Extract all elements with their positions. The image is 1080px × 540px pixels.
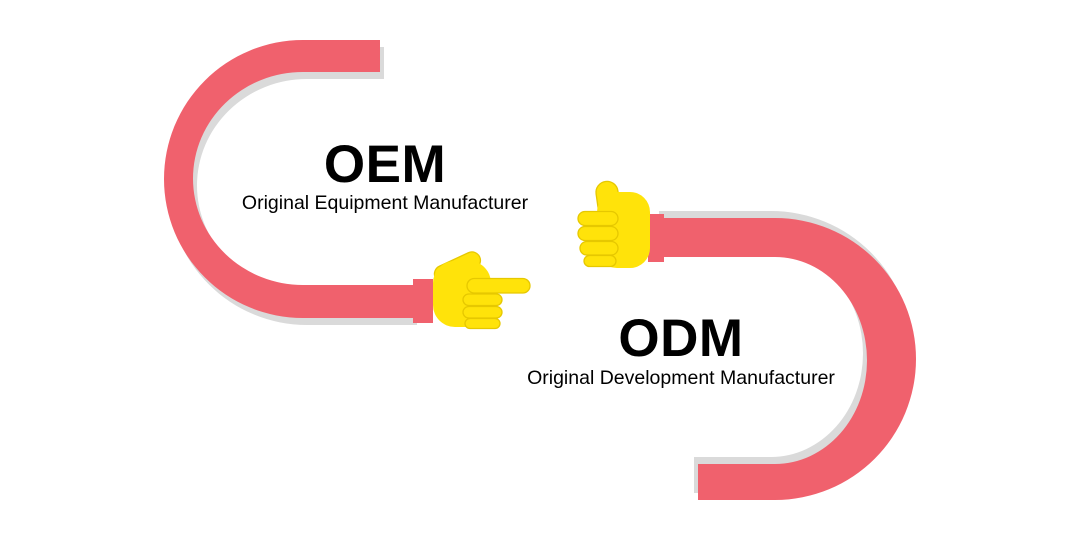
odm-cuff [648,214,664,262]
odm-title: ODM [618,309,744,368]
oem-subtitle: Original Equipment Manufacturer [241,192,529,214]
oem-arc [164,40,413,318]
odm-arm-group [577,180,916,500]
odm-arc [663,218,916,500]
oem-cuff [413,279,433,323]
odm-subtitle: Original Development Manufacturer [527,367,835,389]
oem-title: OEM [323,135,447,194]
thumbs-up-icon [577,180,650,268]
oem-arm-group [164,40,531,330]
pointing-hand-icon [433,251,531,330]
